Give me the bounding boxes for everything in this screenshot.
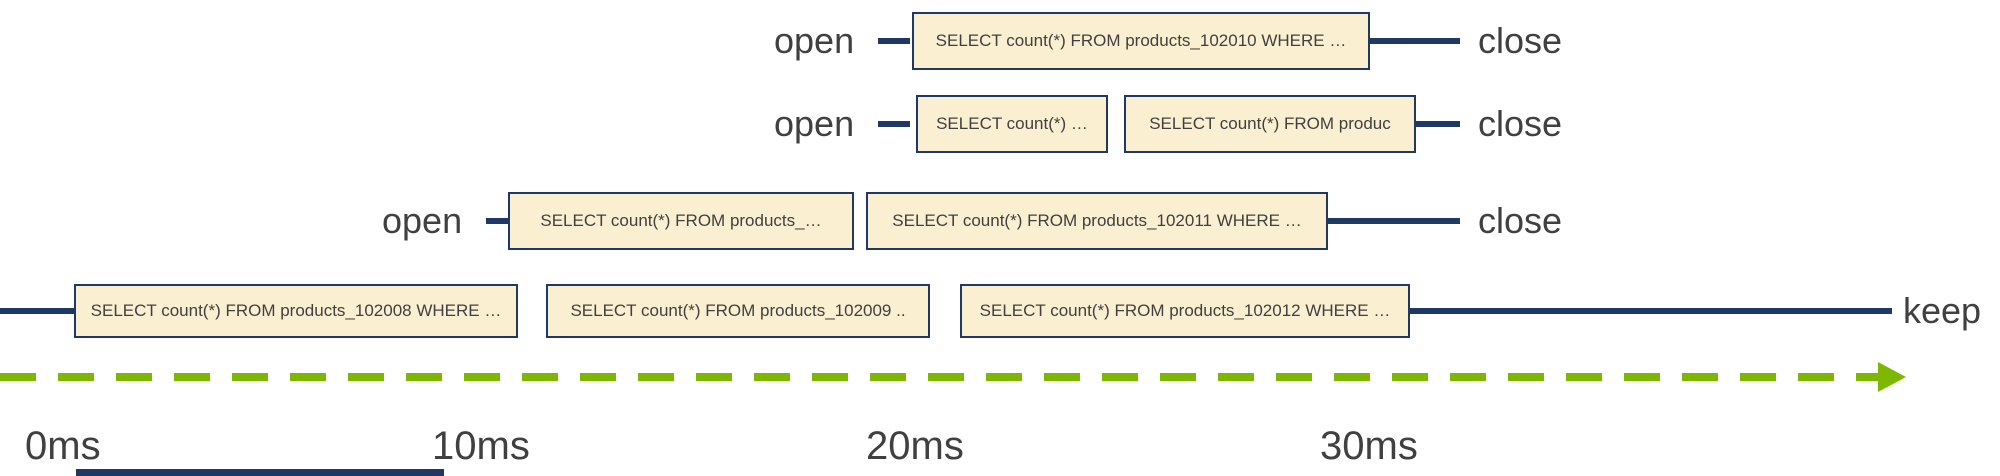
connection-line	[0, 308, 76, 314]
connection-line	[1370, 38, 1460, 44]
connection-line	[878, 121, 910, 127]
footer-bar	[76, 469, 444, 476]
open-label: open	[774, 20, 855, 61]
time-tick: 20ms	[866, 424, 964, 468]
query-box: SELECT count(*) FROM products_102011 WHE…	[866, 192, 1328, 250]
query-box: SELECT count(*) FROM products_…	[508, 192, 854, 250]
time-tick: 10ms	[432, 424, 530, 468]
connection-line	[1328, 218, 1460, 224]
query-box: SELECT count(*) FROM products_102010 WHE…	[912, 12, 1370, 70]
query-box: SELECT count(*) FROM produc	[1124, 95, 1416, 153]
query-box: SELECT count(*) …	[916, 95, 1108, 153]
close-label: close	[1478, 103, 1563, 144]
open-label: open	[774, 103, 855, 144]
time-axis-arrowhead-icon	[1878, 362, 1906, 392]
time-axis-dashed-line	[0, 373, 1878, 381]
query-box: SELECT count(*) FROM products_102009 ..	[546, 284, 930, 338]
keep-label: keep	[1903, 290, 1982, 331]
time-tick: 30ms	[1320, 424, 1418, 468]
close-label: close	[1478, 20, 1563, 61]
query-box: SELECT count(*) FROM products_102012 WHE…	[960, 284, 1410, 338]
time-tick: 0ms	[25, 424, 101, 468]
close-label: close	[1478, 200, 1563, 241]
open-label: open	[382, 200, 463, 241]
connection-line	[878, 38, 910, 44]
connection-line	[1416, 121, 1460, 127]
connection-line	[486, 218, 516, 224]
query-box: SELECT count(*) FROM products_102008 WHE…	[74, 284, 518, 338]
connection-line	[1410, 308, 1892, 314]
